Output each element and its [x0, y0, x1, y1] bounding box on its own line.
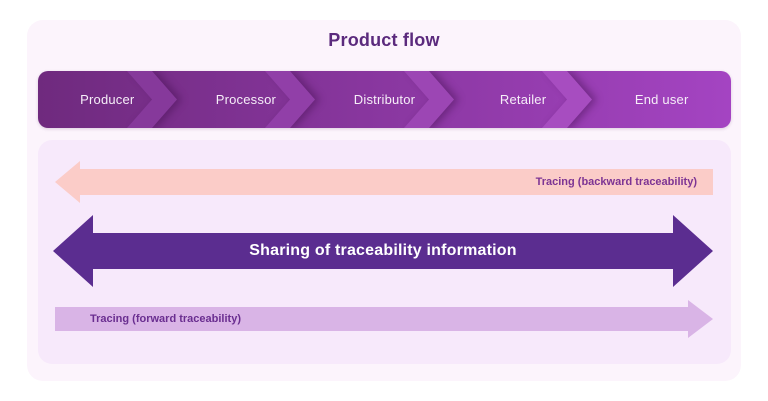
- flow-stage-end-user: End user: [592, 71, 731, 128]
- chevron-right-icon: [542, 71, 592, 128]
- page-title: Product flow: [328, 30, 440, 50]
- flow-stage-label: Producer: [80, 92, 135, 107]
- chevron-right-icon: [127, 71, 177, 128]
- chevron-right-icon: [404, 71, 454, 128]
- flow-stage-producer: Producer: [38, 71, 177, 128]
- flow-stage-retailer: Retailer: [454, 71, 593, 128]
- flow-stage-distributor: Distributor: [315, 71, 454, 128]
- chevron-right-icon: [265, 71, 315, 128]
- backward-tracing-label: Tracing (backward traceability): [535, 176, 697, 188]
- flow-stage-processor: Processor: [177, 71, 316, 128]
- flow-stage-label: Processor: [215, 92, 277, 107]
- flow-stages: Producer Processor Distributor Retailer …: [38, 71, 731, 128]
- flow-stage-label: Retailer: [499, 92, 547, 107]
- flow-stage-label: End user: [634, 92, 689, 107]
- flow-stage-label: Distributor: [353, 92, 416, 107]
- forward-tracing-label: Tracing (forward traceability): [90, 313, 241, 325]
- product-flow-banner: Producer Processor Distributor Retailer …: [38, 71, 731, 128]
- sharing-traceability-label: Sharing of traceability information: [249, 242, 517, 259]
